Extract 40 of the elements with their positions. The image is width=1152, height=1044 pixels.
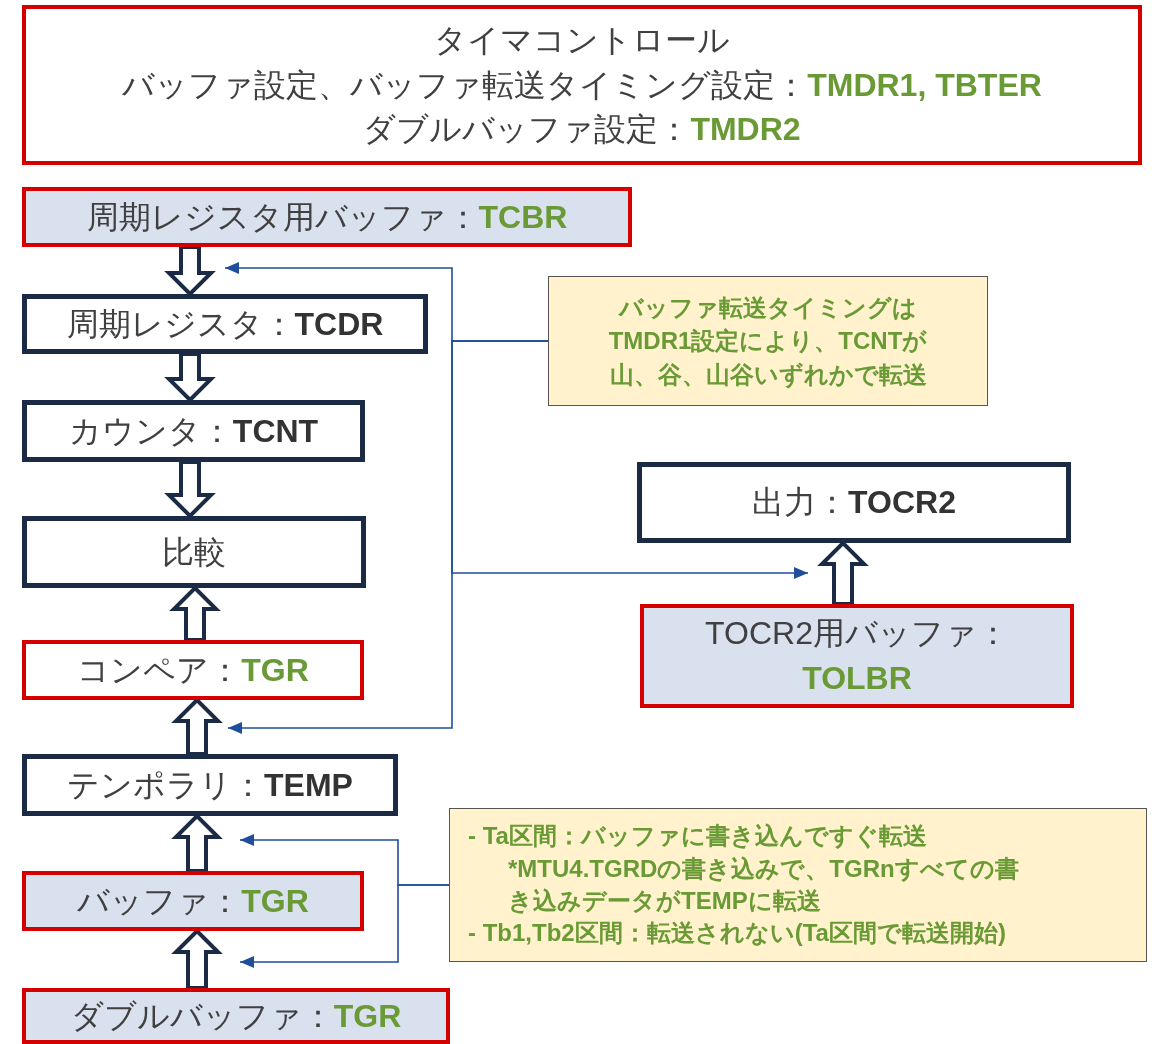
header-text: タイマコントロール	[434, 20, 730, 60]
buffer-label: ダブルバッファ：TGR	[70, 996, 402, 1036]
header-box	[22, 5, 1142, 165]
buffer-label: バッファ：TGR	[77, 881, 309, 921]
note-text: *MTU4.TGRDの書き込みで、TGRnすべての書き込みデータがTEMPに転送	[508, 853, 1020, 916]
block-arrow	[164, 460, 216, 519]
register-label: テンポラリ：TEMP	[67, 765, 353, 805]
register-label: 周期レジスタ：TCDR	[66, 304, 384, 344]
buffer-label: TOCR2用バッファ：TOLBR	[704, 614, 1010, 698]
block-arrow	[817, 540, 869, 606]
block-arrow	[169, 585, 221, 642]
note-text: バッファ転送タイミングはTMDR1設定により、TCNTが山、谷、山谷いずれかで転送	[607, 292, 929, 391]
register-label: 比較	[162, 532, 226, 572]
block-arrow	[164, 245, 216, 297]
register-box	[22, 400, 365, 462]
register-label: 出力：TOCR2	[752, 483, 956, 523]
register-box	[22, 294, 428, 354]
buffer-box	[22, 988, 450, 1044]
register-box	[22, 516, 366, 588]
buffer-label: 周期レジスタ用バッファ：TCBR	[86, 197, 568, 237]
leader-arrow	[239, 884, 450, 968]
register-box	[22, 754, 398, 816]
note-text: - Ta区間：バッファに書き込んですぐ転送	[468, 821, 927, 852]
block-arrow	[164, 352, 216, 403]
leader-arrow	[227, 340, 549, 734]
buffer-box	[640, 604, 1074, 708]
block-arrow	[171, 928, 223, 990]
note-box	[449, 808, 1147, 962]
note-text: - Tb1,Tb2区間：転送されない(Ta区間で転送開始)	[468, 918, 1006, 949]
buffer-box	[22, 187, 632, 247]
block-arrow	[171, 697, 223, 756]
header-text: バッファ設定、バッファ転送タイミング設定：TMDR1, TBTER	[122, 65, 1042, 105]
header-text: ダブルバッファ設定：TMDR2	[363, 110, 801, 150]
register-box	[637, 462, 1071, 543]
register-box	[22, 640, 364, 700]
block-arrow	[171, 813, 223, 873]
register-label: カウンタ：TCNT	[68, 411, 319, 451]
register-label: コンペア：TGR	[77, 650, 309, 690]
note-box	[548, 276, 988, 406]
buffer-box	[22, 871, 364, 931]
